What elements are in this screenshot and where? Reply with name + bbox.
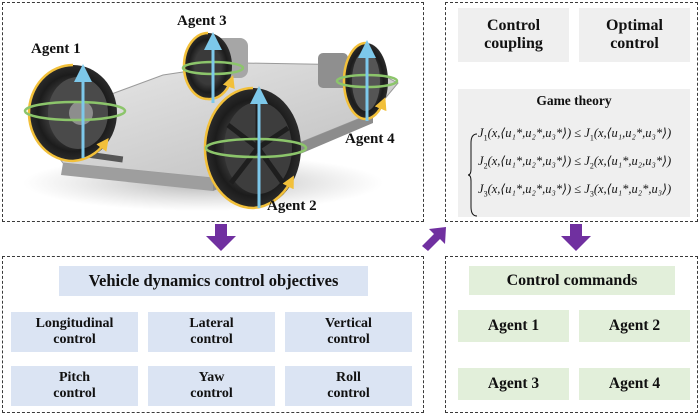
objective-vertical-line1: Vertical (325, 316, 372, 332)
eq2-rhs-J: J (584, 154, 590, 168)
eq1-lhs-args: x,⟨u₁*,u₂*,u₃*⟩ (491, 126, 567, 140)
eq1-lhs-idx: 1 (483, 133, 488, 143)
objective-vertical-control: Vertical control (285, 312, 412, 352)
objective-yaw-control: Yaw control (148, 366, 275, 406)
objective-lateral-line1: Lateral (189, 316, 234, 332)
eq2-lhs-args: x,⟨u₁*,u₂*,u₃*⟩ (491, 154, 567, 168)
agent-4-label: Agent 4 (345, 131, 395, 147)
eq2-rhs-args: x,⟨u₁*,u₂,u₃*⟩ (597, 154, 667, 168)
commands-panel: Control commands Agent 1 Agent 2 Agent 3… (445, 256, 698, 413)
objective-pitch-control: Pitch control (11, 366, 138, 406)
agent-1-label: Agent 1 (31, 41, 81, 57)
eq3-rhs-J: J (584, 182, 590, 196)
eq2-relation: ≤ (574, 154, 582, 168)
eq2-lhs-idx: 2 (483, 161, 488, 171)
objective-pitch-line2: control (53, 386, 96, 401)
control-commands-title: Control commands (469, 266, 675, 295)
objective-roll-control: Roll control (285, 366, 412, 406)
eq3-lhs-J: J (478, 182, 484, 196)
eq1-rhs-args: x,⟨u₁,u₂*,u₃*⟩ (597, 126, 667, 140)
arrow-down-theory-to-commands-icon (561, 224, 591, 251)
optimal-control-box: Optimal control (579, 8, 690, 62)
optimal-control-line2: control (610, 35, 659, 52)
wheel-agent-3 (181, 31, 245, 103)
command-agent-4: Agent 4 (579, 368, 690, 400)
objective-pitch-line1: Pitch (58, 370, 91, 386)
vehicle-panel: Agent 1 Agent 3 Agent 4 Agent 2 (2, 2, 424, 222)
objective-roll-line1: Roll (336, 370, 361, 386)
objectives-title: Vehicle dynamics control objectives (59, 266, 368, 296)
command-agent-2: Agent 2 (579, 310, 690, 342)
command-agent-3: Agent 3 (458, 368, 569, 400)
wheel-agent-2 (203, 86, 308, 210)
control-coupling-box: Control coupling (458, 8, 569, 62)
wheel-agent-1 (23, 63, 127, 163)
agent-3-label: Agent 3 (177, 13, 227, 29)
objective-yaw-line2: control (190, 386, 233, 401)
objective-roll-line2: control (327, 386, 370, 401)
theory-panel: Control coupling Optimal control Game th… (445, 2, 698, 222)
equation-row-2: J2(x,⟨u₁*,u₂*,u₃*⟩) ≤ J2(x,⟨u₁*,u₂,u₃*⟩) (478, 154, 672, 171)
eq3-relation: ≤ (574, 182, 582, 196)
objective-vertical-line2: control (327, 332, 370, 347)
eq2-rhs-idx: 2 (589, 161, 594, 171)
equation-row-1: J1(x,⟨u₁*,u₂*,u₃*⟩) ≤ J1(x,⟨u₁,u₂*,u₃*⟩) (478, 126, 672, 143)
eq1-lhs-J: J (478, 126, 484, 140)
arrow-diagonal-objectives-to-theory-icon (422, 227, 446, 251)
objective-longitudinal-line2: control (53, 332, 96, 347)
game-theory-title: Game theory (536, 93, 612, 108)
agent-2-label: Agent 2 (267, 198, 317, 214)
left-brace-icon (468, 133, 478, 217)
eq1-rhs-idx: 1 (589, 133, 594, 143)
objectives-panel: Vehicle dynamics control objectives Long… (2, 256, 424, 413)
control-coupling-line2: coupling (484, 35, 543, 52)
game-theory-box: Game theory J1(x,⟨u₁*,u₂*,u₃*⟩) ≤ J1(x,⟨… (458, 89, 690, 217)
objective-lateral-control: Lateral control (148, 312, 275, 352)
optimal-control-line1: Optimal (606, 17, 663, 35)
arrow-down-vehicle-to-objectives-icon (206, 224, 236, 251)
equation-row-3: J3(x,⟨u₁*,u₂*,u₃*⟩) ≤ J3(x,⟨u₁*,u₂*,u₃⟩) (478, 182, 672, 199)
eq3-rhs-idx: 3 (589, 189, 594, 199)
command-agent-1: Agent 1 (458, 310, 569, 342)
objective-yaw-line1: Yaw (198, 370, 225, 386)
eq2-lhs-J: J (478, 154, 484, 168)
vehicle-chassis-illustration (23, 31, 399, 211)
objective-lateral-line2: control (190, 332, 233, 347)
objective-longitudinal-control: Longitudinal control (11, 312, 138, 352)
eq3-lhs-args: x,⟨u₁*,u₂*,u₃*⟩ (491, 182, 567, 196)
eq1-relation: ≤ (574, 126, 582, 140)
objective-longitudinal-line1: Longitudinal (35, 316, 114, 332)
eq3-rhs-args: x,⟨u₁*,u₂*,u₃⟩ (597, 182, 667, 196)
wheel-agent-4 (335, 40, 399, 121)
control-coupling-line1: Control (486, 17, 541, 35)
eq1-rhs-J: J (584, 126, 590, 140)
eq3-lhs-idx: 3 (483, 189, 488, 199)
